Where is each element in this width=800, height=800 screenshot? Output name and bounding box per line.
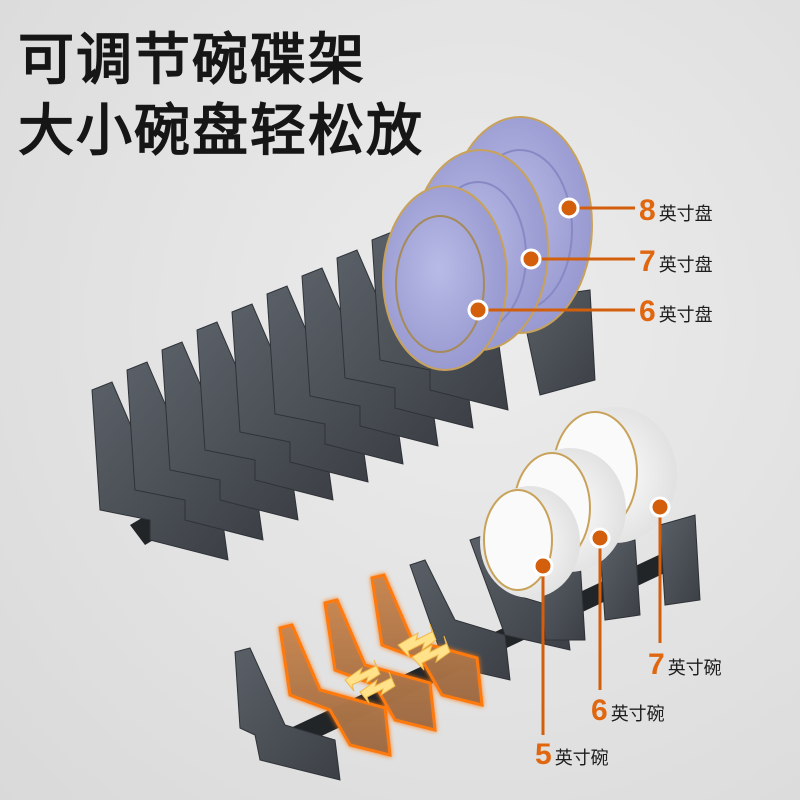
plate-6-inch: [382, 185, 508, 371]
bowl-size-5: 5: [535, 738, 552, 771]
plate-callouts: [467, 197, 635, 321]
bowl-unit: 英寸碗: [554, 748, 609, 769]
label-7-inch-bowl: 7 英寸碗: [648, 650, 722, 680]
plates: [382, 116, 593, 371]
plate-unit: 英寸盘: [658, 204, 713, 225]
plate-unit: 英寸盘: [658, 305, 713, 326]
callout-dot-5-bowl: [532, 555, 554, 577]
callout-dot-7-plate: [520, 248, 542, 270]
label-7-inch-plate: 7 英寸盘: [639, 247, 713, 277]
callout-dot-6-bowl: [589, 527, 611, 549]
callout-dot-8-plate: [558, 197, 580, 219]
label-8-inch-plate: 8 英寸盘: [639, 196, 713, 226]
plate-size-8: 8: [639, 194, 656, 227]
label-6-inch-bowl: 6 英寸碗: [591, 696, 665, 726]
adjustable-dividers: [278, 573, 484, 757]
bowl-unit: 英寸碗: [667, 658, 722, 679]
label-5-inch-bowl: 5 英寸碗: [535, 740, 609, 770]
bowl-unit: 英寸碗: [610, 704, 665, 725]
callout-dot-7-bowl: [649, 496, 671, 518]
plate-size-7: 7: [639, 245, 656, 278]
bowl-size-7: 7: [648, 648, 665, 681]
bowl-size-6: 6: [591, 694, 608, 727]
plate-unit: 英寸盘: [658, 255, 713, 276]
bowl-callouts: [532, 496, 671, 735]
headline-line-1: 可调节碗碟架: [18, 28, 366, 93]
callout-dot-6-plate: [467, 299, 489, 321]
double-arrow-icon: [344, 623, 451, 704]
plate-size-6: 6: [639, 295, 656, 328]
headline-line-2: 大小碗盘轻松放: [18, 99, 424, 164]
label-6-inch-plate: 6 英寸盘: [639, 297, 713, 327]
bowl-rack: [234, 514, 701, 781]
bowl-5-inch: [480, 486, 580, 598]
